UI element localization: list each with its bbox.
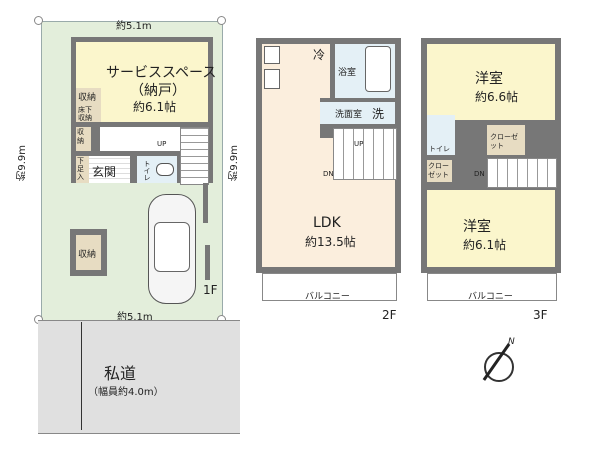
f1-service-space-sublabel: （納戸） <box>130 83 186 99</box>
car-windshield <box>154 222 190 272</box>
f2-floor-label: 2F <box>382 308 397 322</box>
f2-sink <box>264 69 280 89</box>
f3-western-room1-size: 約6.6帖 <box>475 90 519 104</box>
f2-bathroom-label: 浴室 <box>338 68 357 78</box>
lot-corner-marker <box>34 16 43 25</box>
f2-ldk-label: LDK <box>313 215 341 231</box>
f3-toilet <box>427 115 455 155</box>
f2-stairs <box>333 128 397 180</box>
lot-depth-left: 約9.9m <box>17 145 28 181</box>
private-road <box>38 320 240 434</box>
f2-stairs-down-label: DN <box>323 170 334 178</box>
f3-balcony-label: バルコニー <box>468 292 513 302</box>
f1-wall-segment <box>205 245 210 280</box>
f1-storage1-label: 収納 <box>78 93 97 103</box>
f1-underfloor-storage-label: 床下収納 <box>78 106 92 122</box>
f1-wall-segment <box>203 183 208 223</box>
road-width-label: （幅員約4.0m） <box>88 387 164 398</box>
f3-closet1 <box>487 125 525 155</box>
f3-balcony <box>427 273 557 301</box>
f1-storage2-label: 収納 <box>77 128 84 145</box>
f3-western-room1-label: 洋室 <box>475 71 503 87</box>
f2-ldk-size: 約13.5帖 <box>305 235 356 249</box>
f1-stairs-up-label: UP <box>157 140 167 148</box>
f3-floor-label: 3F <box>533 308 548 322</box>
f1-toilet-label: トイレ <box>143 160 151 181</box>
f1-shoe-box-label: 下足入 <box>77 157 84 181</box>
f2-ldk <box>262 98 320 138</box>
f1-service-space-label: サービススペース <box>106 65 217 81</box>
f3-toilet-label: トイレ <box>429 145 450 153</box>
f2-stove <box>264 46 280 64</box>
f3-closet2-label: クローゼット <box>428 162 449 179</box>
road-label: 私道 <box>104 364 137 383</box>
f1-storage2 <box>76 127 91 151</box>
f2-fridge-label: 冷 <box>313 48 326 62</box>
f3-closet1-label: クローゼット <box>490 133 518 150</box>
road-width-arrow <box>81 322 82 430</box>
f2-balcony <box>262 273 397 301</box>
toilet-icon <box>156 163 174 176</box>
f1-stairs <box>180 127 209 185</box>
f3-western-room1 <box>427 44 555 120</box>
f3-western-room2 <box>427 190 555 267</box>
compass-icon <box>484 352 514 382</box>
f2-stairs-up-label: UP <box>354 140 364 148</box>
compass-north-label: N <box>508 337 515 347</box>
f1-floor-label: 1F <box>203 283 218 297</box>
lot-width-bottom: 約5.1m <box>117 312 153 323</box>
f3-closet2 <box>427 160 452 182</box>
f2-washroom-label: 洗面室 <box>335 110 363 120</box>
lot-corner-marker <box>217 16 226 25</box>
f2-washer-label: 洗 <box>372 107 385 121</box>
lot-width-top: 約5.1m <box>116 21 152 32</box>
f3-western-room2-label: 洋室 <box>463 219 491 235</box>
f3-stairs <box>487 158 557 188</box>
lot-depth-right: 約9.9m <box>229 145 240 181</box>
f2-washroom <box>320 102 395 124</box>
f1-service-space-size: 約6.1帖 <box>133 100 177 114</box>
f1-outdoor-storage <box>76 235 101 270</box>
f1-entrance-label: 玄関 <box>92 165 117 179</box>
f3-stairs-down-label: DN <box>474 170 485 178</box>
bathtub-icon <box>365 46 391 92</box>
f1-shoe-box <box>76 156 89 183</box>
f2-balcony-label: バルコニー <box>305 292 350 302</box>
f1-storage1 <box>76 88 101 122</box>
f3-western-room2-size: 約6.1帖 <box>463 238 507 252</box>
f1-outdoor-storage-label: 収納 <box>78 250 97 260</box>
